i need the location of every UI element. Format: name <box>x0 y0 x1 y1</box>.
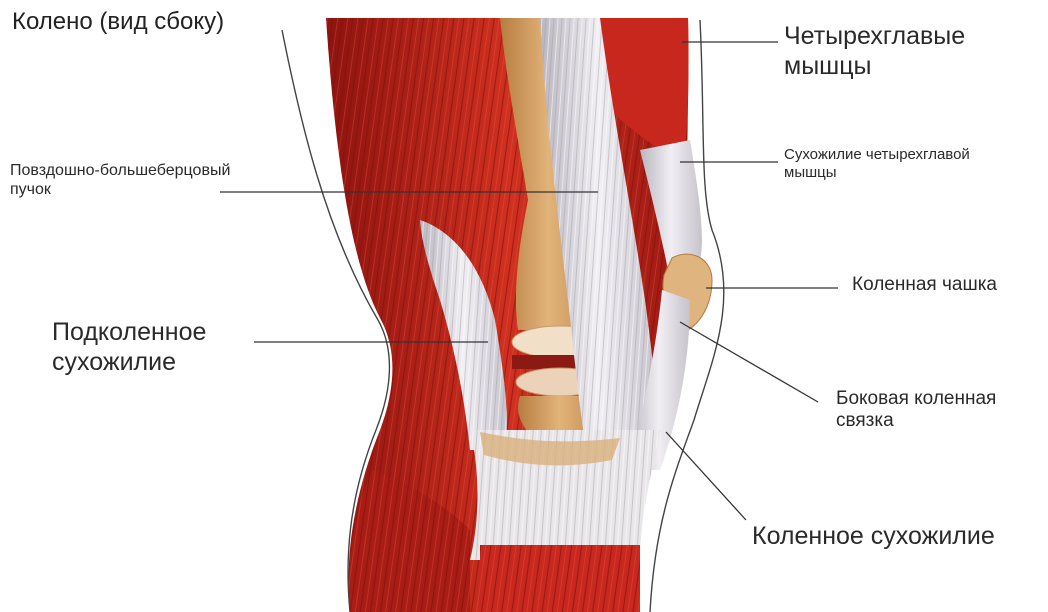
label-quadriceps: Четырехглавые мышцы <box>784 22 965 81</box>
diagram-title: Колено (вид сбоку) <box>12 8 224 36</box>
label-popliteal-tendon: Подколенное сухожилие <box>52 318 206 377</box>
label-kneecap: Коленная чашка <box>852 274 997 296</box>
label-patellar-tendon: Коленное сухожилие <box>752 522 995 552</box>
label-quad-tendon: Сухожилие четырехглавой мышцы <box>784 146 970 181</box>
label-it-band: Повздошно-большеберцовый пучок <box>10 162 230 200</box>
label-lateral-ligament: Боковая коленная связка <box>836 388 996 433</box>
leader-patellar-tendon <box>666 432 746 520</box>
leader-lateral-ligament <box>680 322 818 402</box>
